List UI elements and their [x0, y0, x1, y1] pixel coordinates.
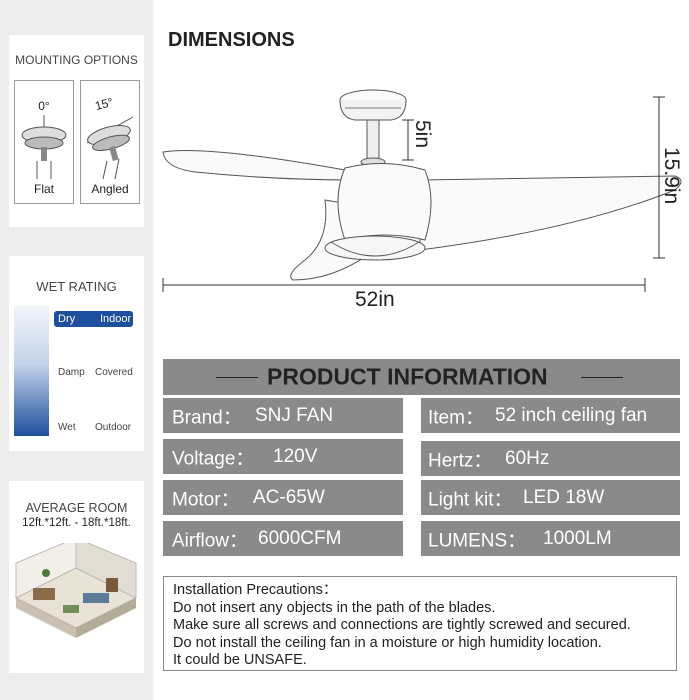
wet-selected-highlight: [54, 311, 133, 327]
precaution-line-3: Do not install the ceiling fan in a mois…: [173, 634, 602, 651]
header-rule-right: [581, 377, 623, 378]
dimensions-title: DIMENSIONS: [168, 29, 295, 51]
spec-brand-label: Brand：: [172, 407, 242, 428]
dimension-5in-label: 5in: [411, 120, 434, 149]
angled-label: Angled: [91, 182, 129, 196]
spec-airflow-value: 6000CFM: [258, 527, 342, 549]
spec-item-value: 52 inch ceiling fan: [495, 404, 648, 426]
spec-light-kit-label: Light kit：: [428, 489, 513, 510]
spec-lumens-value: 1000LM: [543, 527, 612, 549]
wet-wet-label: Wet: [58, 422, 76, 433]
dimension-52in-label: 52in: [355, 288, 395, 311]
spec-voltage-label: Voltage：: [172, 448, 255, 469]
spec-item-label: Item：: [428, 407, 484, 428]
installation-precautions-box: Installation Precautions： Do not insert …: [163, 576, 677, 671]
spec-light-kit-value: LED 18W: [523, 486, 605, 508]
spec-voltage: Voltage： 120V: [163, 439, 403, 474]
flat-mount-panel: 0° Flat: [14, 80, 74, 204]
spec-voltage-value: 120V: [273, 445, 318, 467]
angled-mount-icon: [86, 116, 134, 180]
product-info-title: PRODUCT INFORMATION: [267, 363, 548, 390]
mounting-options-title: MOUNTING OPTIONS: [15, 53, 138, 67]
spec-hertz-label: Hertz：: [428, 450, 493, 471]
spec-airflow-label: Airflow：: [172, 530, 249, 551]
wet-outdoor-label: Outdoor: [95, 422, 132, 433]
spec-lumens: LUMENS： 1000LM: [421, 521, 680, 556]
spec-motor: Motor： AC-65W: [163, 480, 403, 515]
precaution-line-2: Make sure all screws and connections are…: [173, 617, 631, 633]
flat-angle-label: 0°: [38, 99, 50, 113]
precaution-line-1: Do not insert any objects in the path of…: [173, 599, 496, 616]
installation-precautions-title: Installation Precautions：: [173, 582, 338, 598]
angled-angle-label: 15°: [93, 94, 115, 114]
spec-hertz-value: 60Hz: [505, 447, 550, 469]
spec-brand: Brand： SNJ FAN: [163, 398, 403, 433]
average-room-size: 12ft.*12ft. - 18ft.*18ft.: [22, 517, 131, 529]
header-rule-left: [216, 377, 258, 378]
precaution-line-4: It could be UNSAFE.: [173, 652, 307, 668]
spec-airflow: Airflow： 6000CFM: [163, 521, 403, 556]
spec-lumens-label: LUMENS：: [428, 530, 527, 551]
dimension-15-9in-label: 15.9in: [660, 147, 683, 205]
product-info-header: PRODUCT INFORMATION: [163, 359, 680, 395]
wet-damp-label: Damp: [58, 367, 85, 378]
spec-item: Item： 52 inch ceiling fan: [421, 398, 680, 433]
spec-hertz: Hertz： 60Hz: [421, 441, 680, 476]
wet-covered-label: Covered: [95, 367, 133, 378]
spec-motor-value: AC-65W: [253, 486, 325, 508]
wet-dry-label: Dry: [58, 313, 76, 325]
flat-mount-icon: [21, 115, 67, 179]
sidebar: MOUNTING OPTIONS 0° Flat 15°: [0, 0, 153, 700]
wet-indoor-label: Indoor: [100, 313, 132, 325]
flat-label: Flat: [33, 182, 54, 196]
room-illustration: [14, 543, 138, 638]
wet-rating-card: WET RATING Dry Indoor Damp Covered Wet O…: [9, 256, 144, 451]
wet-rating-title: WET RATING: [36, 279, 117, 294]
mounting-options-card: MOUNTING OPTIONS 0° Flat 15°: [9, 35, 144, 227]
angled-mount-panel: 15° Angled: [80, 80, 140, 204]
wet-gradient-bar: [14, 306, 49, 436]
average-room-card: AVERAGE ROOM 12ft.*12ft. - 18ft.*18ft.: [9, 481, 144, 673]
spec-motor-label: Motor：: [172, 489, 240, 510]
spec-light-kit: Light kit： LED 18W: [421, 480, 680, 515]
fan-dimension-drawing: [162, 89, 682, 292]
average-room-title: AVERAGE ROOM: [25, 501, 128, 515]
spec-brand-value: SNJ FAN: [255, 404, 334, 426]
